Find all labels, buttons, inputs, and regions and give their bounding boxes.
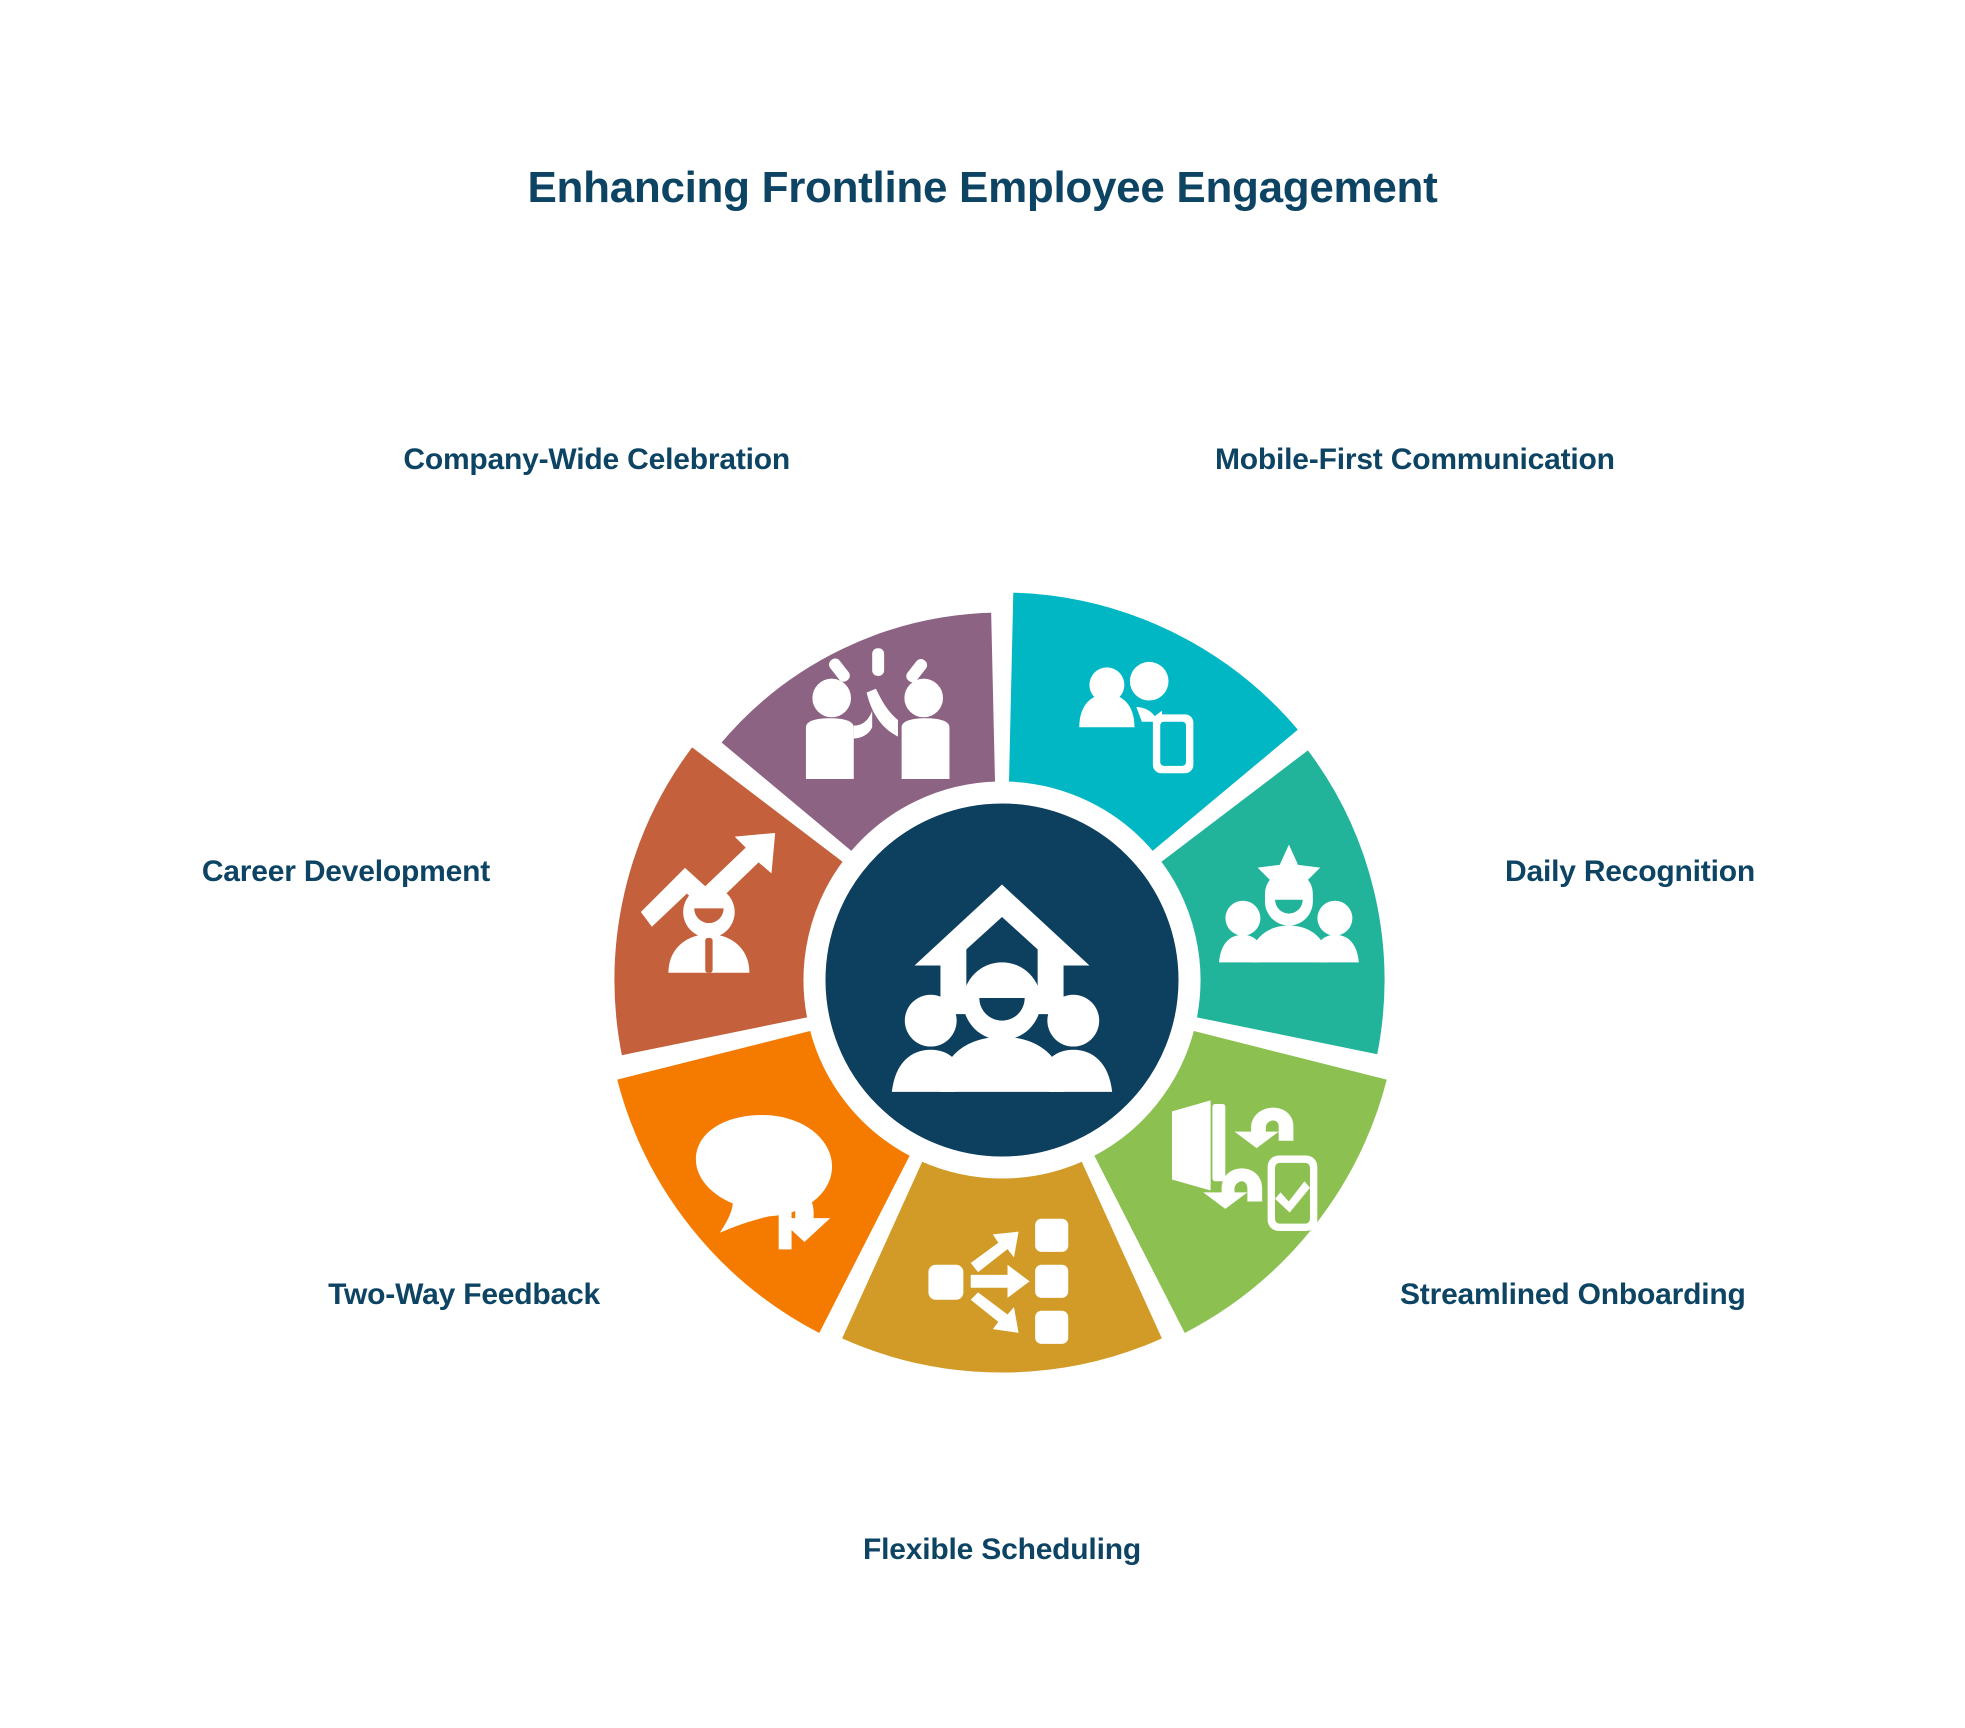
high-five-celebration-icon	[805, 648, 950, 779]
door-arrows-mobile-check-icon	[1171, 1100, 1318, 1231]
wheel-slice-streamlined-onboarding[interactable]	[1087, 1024, 1393, 1340]
label-company-wide-celebration: Company-Wide Celebration	[403, 443, 790, 476]
wheel-slice-company-wide-celebration[interactable]	[714, 607, 1001, 858]
label-mobile-first-communication: Mobile-First Communication	[1215, 443, 1615, 476]
branching-arrows-flow-icon	[928, 1218, 1069, 1344]
label-streamlined-onboarding: Streamlined Onboarding	[1400, 1278, 1746, 1311]
person-growth-arrow-icon	[640, 832, 776, 973]
wheel-slice-career-development[interactable]	[609, 740, 850, 1062]
label-flexible-scheduling: Flexible Scheduling	[863, 1533, 1141, 1566]
wheel-slice-flexible-scheduling[interactable]	[835, 1155, 1169, 1378]
page-title: Enhancing Frontline Employee Engagement	[527, 163, 1438, 212]
hub-group[interactable]	[818, 796, 1186, 1164]
label-career-development: Career Development	[201, 855, 490, 888]
people-star-award-icon	[1218, 844, 1359, 963]
people-mobile-phone-icon	[1079, 661, 1194, 774]
slice-shape-streamlined-onboarding[interactable]	[1087, 1024, 1393, 1340]
people-growth-arrow-icon	[891, 884, 1113, 1092]
wheel-slice-two-way-feedback[interactable]	[611, 1024, 917, 1340]
slice-shape-flexible-scheduling[interactable]	[835, 1155, 1169, 1378]
label-two-way-feedback: Two-Way Feedback	[328, 1278, 600, 1311]
wheel-slice-mobile-first-communication[interactable]	[1003, 587, 1305, 858]
label-daily-recognition: Daily Recognition	[1505, 855, 1755, 888]
wheel-slices	[609, 587, 1393, 1378]
wheel-slice-daily-recognition[interactable]	[1154, 743, 1390, 1061]
speech-bubble-reply-arrow-icon	[695, 1115, 833, 1250]
